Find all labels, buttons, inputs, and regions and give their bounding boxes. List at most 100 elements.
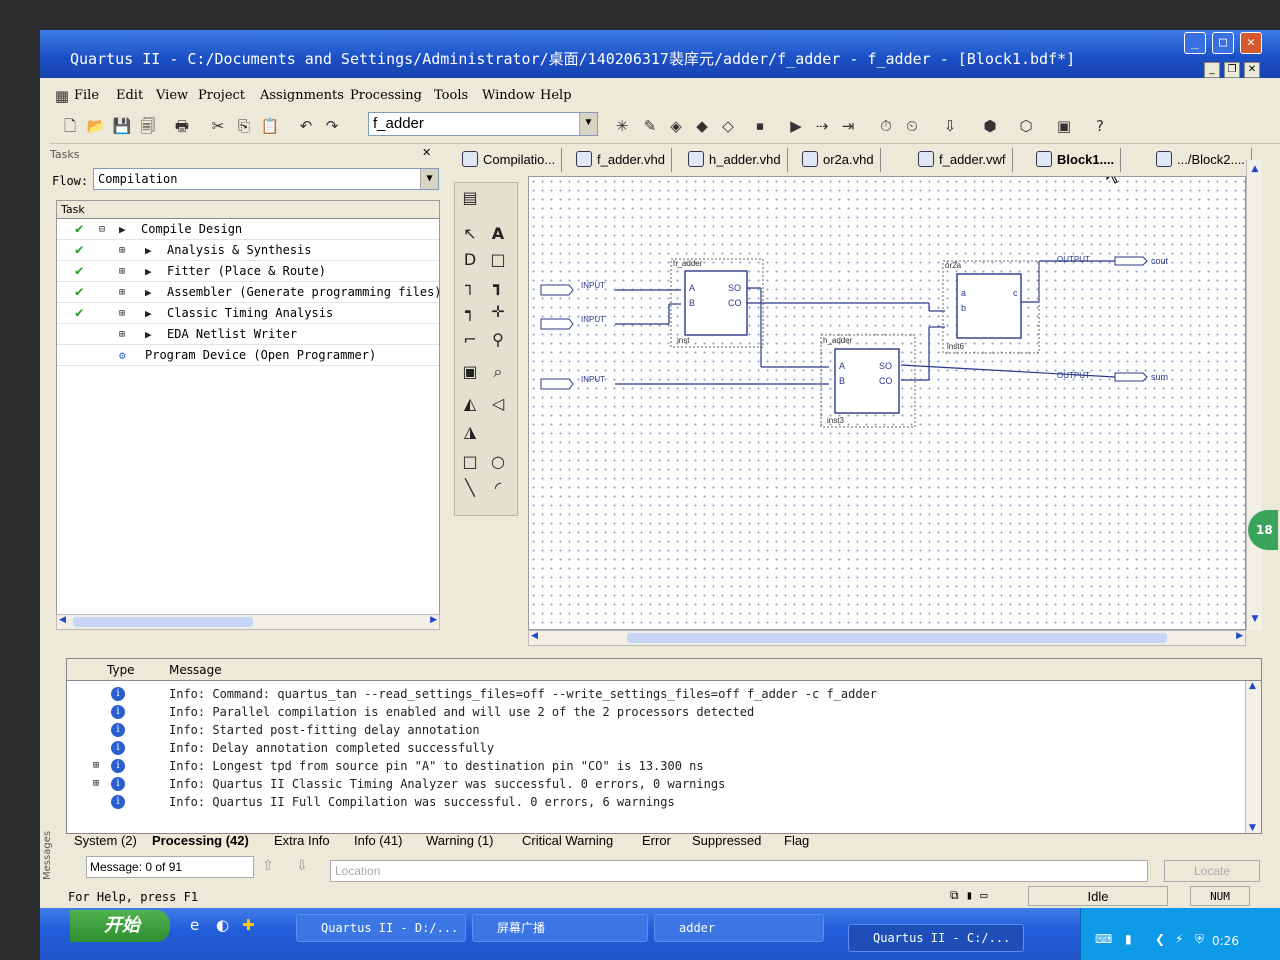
network-icon[interactable]: ⚡: [1175, 932, 1184, 946]
rtl-viewer-icon[interactable]: ⬢: [983, 117, 997, 135]
new-file-icon[interactable]: 🗋: [63, 117, 77, 135]
chip-planner-icon[interactable]: ◆: [696, 117, 708, 135]
play-icon[interactable]: ▶: [145, 328, 152, 341]
block-or2a-inst6[interactable]: or2a a b c inst6: [942, 260, 1040, 354]
tab-or2a-vhd[interactable]: or2a.vhd: [802, 148, 881, 172]
menu-view[interactable]: View: [156, 88, 189, 103]
orthogonal-bus-icon[interactable]: ┓: [493, 276, 503, 295]
menu-file[interactable]: File: [74, 88, 100, 103]
security-icon[interactable]: ⛨: [1195, 932, 1205, 946]
full-screen-icon[interactable]: ▣: [462, 362, 478, 381]
battery-icon[interactable]: ▮: [1125, 932, 1132, 946]
menu-help[interactable]: Help: [540, 88, 572, 103]
schematic-canvas[interactable]: INPUT INPUT INPUT h_adder A B SO CO inst: [528, 159, 1246, 630]
design-partition-icon[interactable]: ◇: [722, 117, 734, 135]
programmer-icon[interactable]: ⬡: [1019, 117, 1033, 135]
taskbar-item-adder-folder[interactable]: adder: [654, 914, 824, 942]
copy-icon[interactable]: ⎘: [237, 117, 250, 135]
tab-block2[interactable]: .../Block2....: [1156, 148, 1252, 172]
expand-icon[interactable]: ⊞: [119, 266, 126, 277]
tab-processing[interactable]: Processing (42): [152, 833, 249, 848]
scroll-right-icon[interactable]: ▶: [1236, 631, 1243, 641]
chevron-down-icon[interactable]: ▼: [579, 113, 597, 135]
play-icon[interactable]: ▶: [145, 244, 152, 257]
task-row[interactable]: ✔ ⊞ ▶ Assembler (Generate programming fi…: [57, 282, 442, 303]
conduit-line-icon[interactable]: ┑: [465, 302, 475, 321]
scroll-down-icon[interactable]: ▼: [1251, 614, 1259, 624]
settings-wand-icon[interactable]: ✳: [615, 117, 629, 135]
output-pin-sum[interactable]: OUTPUT sum: [1057, 371, 1168, 382]
column-message[interactable]: Message: [169, 663, 222, 677]
play-icon[interactable]: ▶: [145, 307, 152, 320]
tab-f-adder-vhd[interactable]: f_adder.vhd: [576, 148, 672, 172]
start-compilation-icon[interactable]: ▶: [790, 117, 802, 135]
rotate-icon[interactable]: ◮: [463, 422, 477, 441]
expand-icon[interactable]: ⊞: [93, 778, 100, 789]
task-row[interactable]: ✔ ⊞ ▶ Fitter (Place & Route): [57, 261, 439, 282]
message-row[interactable]: i Info: Quartus II Full Compilation was …: [67, 793, 1261, 811]
output-pin-cout[interactable]: OUTPUT cout: [1057, 255, 1169, 266]
timing-report-icon[interactable]: ⏲: [906, 117, 918, 135]
expand-tray-icon[interactable]: ❮: [1155, 932, 1166, 946]
minimize-button[interactable]: _: [1184, 32, 1206, 54]
menu-project[interactable]: Project: [198, 88, 246, 103]
browser-icon[interactable]: ◐: [216, 916, 230, 934]
tab-critical-warning[interactable]: Critical Warning: [522, 833, 614, 848]
flip-vertical-icon[interactable]: ◁: [491, 394, 505, 413]
message-row[interactable]: i Info: Delay annotation completed succe…: [67, 739, 1261, 757]
scroll-left-icon[interactable]: ◀: [531, 631, 538, 641]
rectangle-tool-icon[interactable]: □: [462, 452, 478, 471]
menu-tools[interactable]: Tools: [434, 88, 469, 103]
column-type[interactable]: Type: [107, 663, 135, 677]
scroll-left-icon[interactable]: ◀: [59, 615, 66, 625]
chip-icon[interactable]: ▣: [1056, 117, 1072, 135]
tab-compilation-report[interactable]: Compilatio...: [462, 148, 563, 172]
task-row[interactable]: ✔ ⊟ ▶ Compile Design: [57, 219, 439, 240]
canvas-horizontal-scrollbar[interactable]: ◀ ▶: [528, 630, 1246, 646]
save-all-icon[interactable]: 🗐: [140, 117, 156, 135]
scroll-thumb[interactable]: [73, 617, 253, 627]
chevron-down-icon[interactable]: ▼: [420, 169, 438, 189]
message-row[interactable]: ⊞ i Info: Quartus II Classic Timing Anal…: [67, 775, 1261, 793]
flow-select[interactable]: Compilation ▼: [93, 168, 439, 190]
use-rubberbanding-icon[interactable]: ✛: [491, 302, 505, 321]
orthogonal-node-icon[interactable]: ┐: [465, 276, 475, 295]
expand-icon[interactable]: ⊞: [93, 760, 100, 771]
scroll-right-icon[interactable]: ▶: [430, 615, 437, 625]
input-pin-a[interactable]: INPUT: [540, 281, 605, 296]
previous-message-icon[interactable]: ⇧: [262, 858, 274, 874]
menu-window[interactable]: Window: [482, 88, 535, 103]
expand-icon[interactable]: ⊞: [119, 329, 126, 340]
task-row[interactable]: ✔ ⊞ ▶ Classic Timing Analysis: [57, 303, 439, 324]
location-field[interactable]: Location: [330, 860, 1148, 882]
flip-horizontal-icon[interactable]: ◭: [463, 394, 477, 413]
messages-vertical-scrollbar[interactable]: ▲ ▼: [1245, 681, 1261, 833]
pin-planner-icon[interactable]: ✎: [643, 117, 657, 135]
task-row[interactable]: ⊞ ▶ EDA Netlist Writer: [57, 324, 439, 345]
arc-tool-icon[interactable]: ◜: [494, 478, 502, 497]
play-icon[interactable]: ▶: [145, 265, 152, 278]
find-icon[interactable]: ⌕: [493, 362, 503, 381]
tab-f-adder-vwf[interactable]: f_adder.vwf: [918, 148, 1013, 172]
message-row[interactable]: ⊞ i Info: Longest tpd from source pin "A…: [67, 757, 1261, 775]
locate-button[interactable]: Locate: [1164, 860, 1260, 882]
doc-close-button[interactable]: ✕: [1244, 62, 1260, 78]
tab-warning[interactable]: Warning (1): [426, 833, 494, 848]
synthesis-icon[interactable]: ⇥: [841, 117, 855, 135]
tab-info[interactable]: Info (41): [354, 833, 403, 848]
block-tool-icon[interactable]: □: [490, 250, 506, 269]
canvas-vertical-scrollbar[interactable]: ▲ ▼: [1246, 160, 1262, 630]
message-row[interactable]: i Info: Parallel compilation is enabled …: [67, 703, 1261, 721]
simulator-icon[interactable]: ⇩: [943, 117, 957, 135]
task-row[interactable]: ✔ ⊞ ▶ Analysis & Synthesis: [57, 240, 439, 261]
cut-icon[interactable]: ✂: [211, 117, 225, 135]
scroll-up-icon[interactable]: ▲: [1249, 681, 1256, 691]
redo-icon[interactable]: ↷: [325, 117, 339, 135]
scroll-up-icon[interactable]: ▲: [1251, 164, 1259, 174]
taskbar-item-quartus-d[interactable]: Quartus II - D:/...: [296, 914, 466, 942]
message-row[interactable]: i Info: Started post-fitting delay annot…: [67, 721, 1261, 739]
block-h-adder-inst[interactable]: h_adder A B SO CO inst: [670, 258, 764, 348]
scroll-thumb[interactable]: [627, 633, 1167, 643]
tab-extra-info[interactable]: Extra Info: [274, 833, 330, 848]
timing-analysis-icon[interactable]: ⏱: [880, 117, 892, 135]
